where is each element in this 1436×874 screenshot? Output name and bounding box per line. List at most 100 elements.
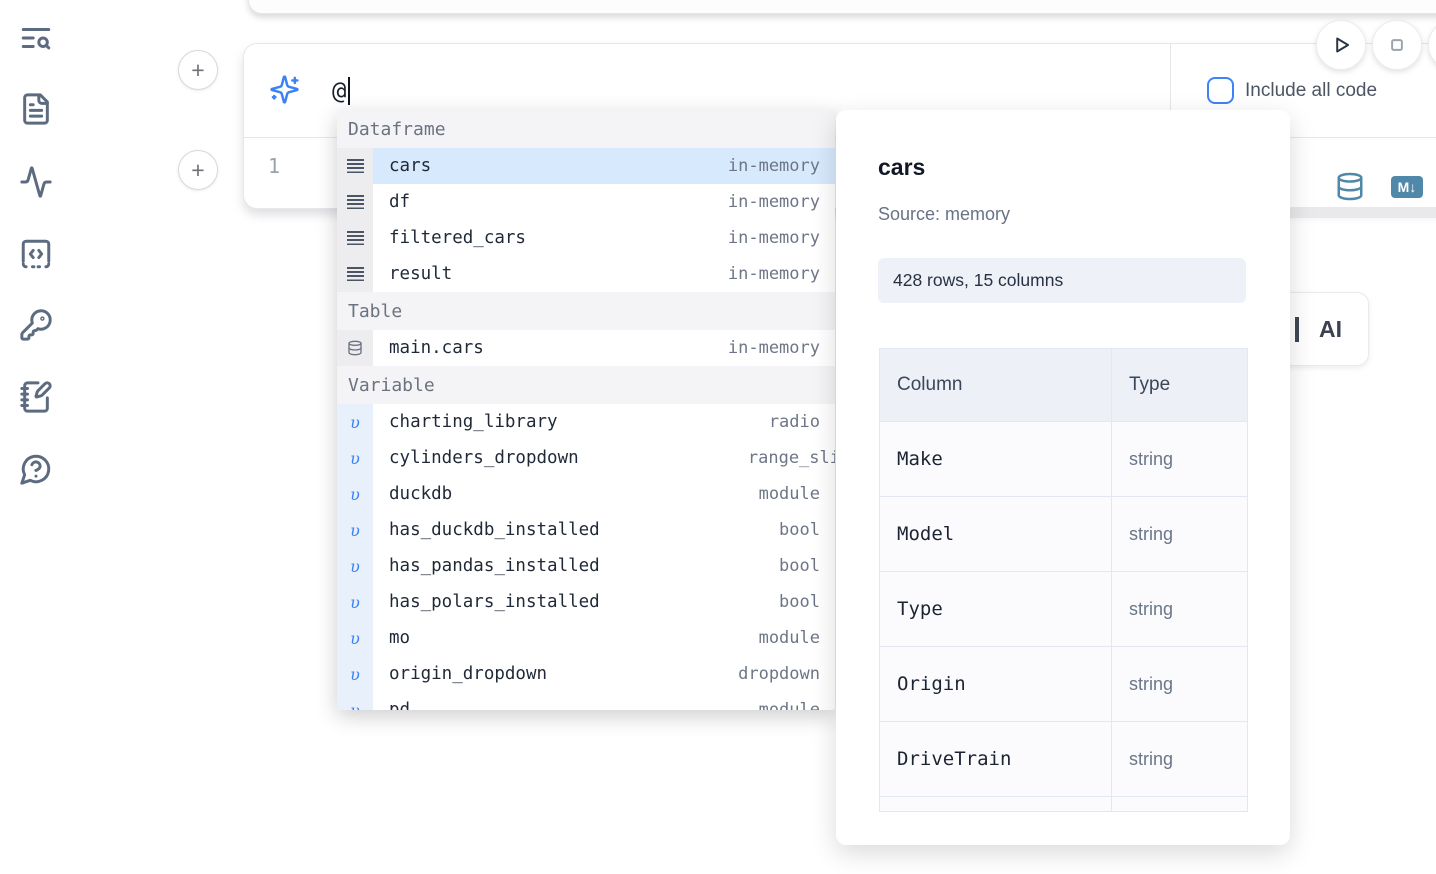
autocomplete-item-main: cylinders_dropdown range_sli bbox=[373, 440, 835, 476]
variable-icon: υ bbox=[337, 476, 373, 512]
autocomplete-item-name: main.cars bbox=[389, 338, 484, 358]
autocomplete-section-label: Dataframe bbox=[337, 110, 835, 148]
column-type-cell: string bbox=[1129, 673, 1174, 694]
preview-source: Source: memory bbox=[878, 204, 1011, 224]
autocomplete-item-main: pd module bbox=[373, 692, 835, 710]
add-cell-button-bottom[interactable]: + bbox=[178, 150, 218, 190]
autocomplete-section-label: Variable bbox=[337, 366, 835, 404]
variable-icon: υ bbox=[337, 584, 373, 620]
autocomplete-item-name: charting_library bbox=[389, 412, 558, 432]
autocomplete-item-type: range_sli bbox=[747, 448, 835, 468]
autocomplete-item-name: duckdb bbox=[389, 484, 453, 504]
autocomplete-item-name: cylinders_dropdown bbox=[389, 448, 579, 468]
autocomplete-item-type: in-memory bbox=[727, 338, 820, 358]
autocomplete-item-type: module bbox=[758, 700, 820, 710]
variable-icon: υ bbox=[337, 440, 373, 476]
variable-icon: υ bbox=[337, 620, 373, 656]
autocomplete-item-main: main.cars in-memory bbox=[373, 330, 835, 366]
column-name-cell: Type bbox=[880, 572, 1112, 646]
previous-cell-partial[interactable] bbox=[248, 0, 1436, 14]
ai-prompt-input[interactable]: @ bbox=[332, 74, 351, 108]
column-name-cell: Origin bbox=[880, 647, 1112, 721]
database-icon bbox=[337, 330, 373, 366]
preview-shape-badge: 428 rows, 15 columns bbox=[878, 258, 1246, 303]
autocomplete-section-label: Table bbox=[337, 292, 835, 330]
key-icon[interactable] bbox=[19, 308, 53, 342]
help-chat-icon[interactable] bbox=[19, 452, 53, 486]
file-text-icon[interactable] bbox=[19, 92, 53, 126]
autocomplete-item[interactable]: df in-memory bbox=[337, 184, 835, 220]
stop-icon bbox=[1391, 39, 1403, 51]
autocomplete-item-partial[interactable]: υ pd module bbox=[337, 692, 835, 710]
autocomplete-item-main: duckdb module bbox=[373, 476, 835, 512]
database-cell-action-icon[interactable] bbox=[1335, 170, 1365, 203]
autocomplete-item-name: has_polars_installed bbox=[389, 592, 600, 612]
variable-icon: υ bbox=[337, 404, 373, 440]
code-square-icon[interactable] bbox=[19, 237, 53, 271]
stop-button[interactable] bbox=[1372, 20, 1422, 70]
autocomplete-item-name: pd bbox=[389, 700, 411, 710]
autocomplete-item-name: result bbox=[389, 264, 453, 284]
dataframe-icon bbox=[337, 184, 373, 220]
variable-icon: υ bbox=[337, 692, 373, 710]
autocomplete-item-name: origin_dropdown bbox=[389, 664, 548, 684]
column-type-cell: string bbox=[1129, 598, 1174, 619]
dataframe-icon bbox=[337, 220, 373, 256]
include-all-code-checkbox[interactable] bbox=[1207, 77, 1234, 104]
column-type-cell: string bbox=[1129, 448, 1174, 469]
dataframe-preview-panel: cars Source: memory 428 rows, 15 columns… bbox=[836, 110, 1290, 845]
autocomplete-item-main: origin_dropdown dropdown bbox=[373, 656, 835, 692]
table-row: Origin string bbox=[880, 646, 1247, 721]
table-row: Type string bbox=[880, 571, 1247, 646]
autocomplete-item-main: charting_library radio bbox=[373, 404, 835, 440]
type-header: Type bbox=[1129, 374, 1171, 395]
clipped-letter-fragment bbox=[1295, 317, 1299, 342]
variable-icon: υ bbox=[337, 548, 373, 584]
ai-prompt-value: @ bbox=[332, 77, 347, 105]
autocomplete-item[interactable]: υ charting_library radio bbox=[337, 404, 835, 440]
table-header-row: Column Type bbox=[880, 349, 1247, 421]
autocomplete-item-name: mo bbox=[389, 628, 411, 648]
markdown-cell-action-icon[interactable]: M↓ bbox=[1391, 176, 1423, 198]
autocomplete-item-main: df in-memory bbox=[373, 184, 835, 220]
activity-icon[interactable] bbox=[19, 165, 53, 199]
autocomplete-item-type: module bbox=[758, 484, 820, 504]
autocomplete-item-type: dropdown bbox=[738, 664, 820, 684]
autocomplete-item-name: df bbox=[389, 192, 411, 212]
autocomplete-item-name: has_pandas_installed bbox=[389, 556, 600, 576]
autocomplete-item-type: in-memory bbox=[727, 192, 820, 212]
preview-title: cars bbox=[878, 154, 926, 180]
add-cell-button-top[interactable]: + bbox=[178, 50, 218, 90]
column-type-cell: string bbox=[1129, 523, 1174, 544]
autocomplete-item-type: radio bbox=[768, 412, 820, 432]
play-icon bbox=[1336, 37, 1350, 53]
autocomplete-item-type: in-memory bbox=[727, 228, 820, 248]
text-search-icon[interactable] bbox=[19, 21, 53, 55]
prompt-divider bbox=[1170, 44, 1171, 137]
autocomplete-item[interactable]: υ cylinders_dropdown range_sli bbox=[337, 440, 835, 476]
text-caret bbox=[348, 77, 351, 105]
autocomplete-item[interactable]: main.cars in-memory bbox=[337, 330, 835, 366]
notebook-pen-icon[interactable] bbox=[19, 380, 53, 414]
column-type-cell: string bbox=[1129, 748, 1174, 769]
autocomplete-item-name: cars bbox=[389, 156, 432, 176]
run-cell-button[interactable] bbox=[1316, 20, 1366, 70]
